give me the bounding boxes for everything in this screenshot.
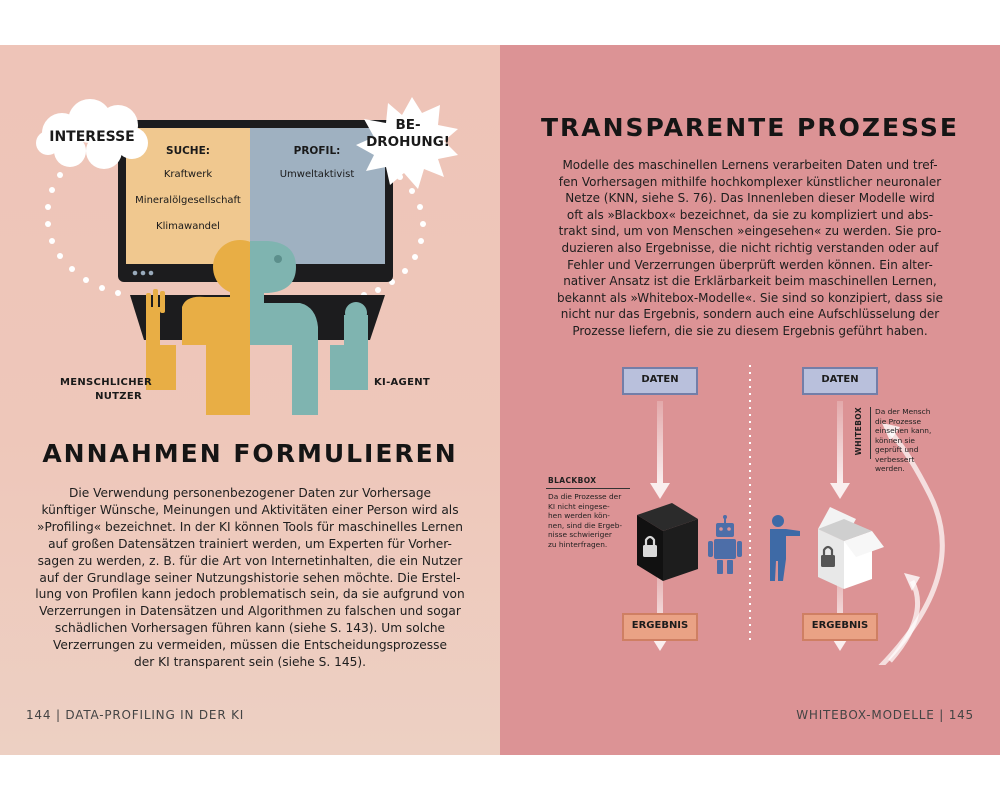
right-body-line: Modelle des maschinellen Lernens verarbe… — [562, 158, 938, 172]
whitebox-ergebnis-box: ERGEBNIS — [802, 613, 878, 641]
profiling-illustration: INTERESSE BE- DROHUNG! SUCHE: Kraftwerk … — [0, 45, 500, 465]
feedback-arrowhead-large — [882, 423, 900, 441]
blackbox-arrow-down-2 — [657, 565, 663, 637]
blackbox-ergebnis-box: ERGEBNIS — [622, 613, 698, 641]
screen-suche-heading: SUCHE: — [166, 145, 210, 157]
left-footer-separator: | — [55, 708, 61, 722]
whitebox-open-box — [818, 507, 884, 589]
left-body-line: der KI transparent sein (siehe S. 145). — [133, 655, 367, 670]
left-body-line: Verzerrungen in Datensätzen und Algorith… — [39, 604, 461, 619]
whitebox-daten-box: DATEN — [802, 367, 878, 395]
right-footer-separator: | — [939, 708, 945, 722]
right-body-line: Prozesse liefern, die sie zu diesem Erge… — [572, 323, 928, 338]
whitebox-note-line: verbessert — [875, 454, 915, 464]
blackbox-rule — [546, 488, 630, 489]
thought-dots-left — [45, 160, 121, 296]
right-running-title: WHITEBOX-MODELLE — [796, 708, 935, 722]
whitebox-note-line: die Prozesse — [875, 416, 922, 426]
whitebox-note-line: können sie — [875, 435, 915, 445]
blackbox-cube — [637, 503, 698, 581]
left-body-line: Verzerrungen zu vermeiden, müssen die En… — [53, 638, 447, 653]
interesse-cloud — [36, 99, 148, 169]
blackbox-note-line: Da die Prozesse der — [548, 492, 622, 501]
robot-icon — [708, 515, 742, 574]
screen-suche-item-2: Mineralölgesellschaft — [135, 195, 241, 206]
ki-agent-label: KI-AGENT — [374, 377, 430, 388]
left-body-line: künftiger Wünsche, Meinungen und Aktivit… — [41, 502, 459, 517]
screen-profil-heading: PROFIL: — [293, 145, 341, 157]
right-body-line: fen Vorhersagen mithilfe hochkomplexer k… — [558, 174, 942, 189]
whitebox-note-line: Da der Mensch — [875, 407, 931, 416]
right-body-line: nicht nur das Ergebnis, sondern auch ein… — [560, 307, 940, 322]
right-body-line: oft als »Blackbox« bezeichnet, da sie zu… — [566, 207, 934, 222]
left-page: INTERESSE BE- DROHUNG! SUCHE: Kraftwerk … — [0, 45, 500, 755]
feedback-arrowhead-small — [904, 573, 920, 591]
whitebox-note-line: geprüft und — [875, 445, 919, 454]
profiling-illustration-graphic — [36, 97, 458, 415]
bedrohung-line2: DROHUNG! — [366, 134, 450, 150]
right-body-line: nativer Ansatz ist die Erklärbarkeit bei… — [563, 274, 937, 289]
whitebox-arrowhead-1 — [830, 483, 850, 499]
blackbox-note-line: KI nicht eingese- — [548, 501, 610, 511]
bedrohung-line1: BE- — [395, 117, 421, 133]
whitebox-arrow-down-2 — [837, 565, 843, 637]
blackbox-arrowhead-1 — [650, 483, 670, 499]
whitebox-diagram — [637, 365, 945, 665]
bedrohung-label: BE- DROHUNG! — [360, 117, 456, 151]
ki-agent-figure — [250, 241, 368, 415]
left-heading: ANNAHMEN FORMULIEREN — [42, 439, 458, 468]
left-body-line: schädlichen Vorhersagen führen kann (sie… — [54, 621, 446, 636]
right-footer: WHITEBOX-MODELLE | 145 — [796, 708, 974, 722]
left-body-line: Die Verwendung personenbezogener Daten z… — [68, 486, 432, 500]
blackbox-daten-box: DATEN — [622, 367, 698, 395]
left-body-line: auf der Grundlage seiner Nutzungshistori… — [39, 570, 461, 585]
blackbox-note-line: hen werden kön- — [548, 511, 610, 520]
right-body-line: duzieren also Ergebnisse, die nicht rich… — [561, 240, 939, 255]
right-body-line: bekannt als »Whitebox-Modelle«. Sie sind… — [556, 290, 944, 305]
human-user-label: MENSCHLICHER NUTZER — [60, 376, 152, 404]
left-body-text: Die Verwendung personenbezogener Daten z… — [20, 485, 480, 671]
blackbox-note-line: nisse schwieriger — [548, 530, 612, 539]
interesse-label: INTERESSE — [49, 129, 135, 145]
screen-profil-item: Umweltaktivist — [279, 169, 355, 180]
left-body-line: sagen zu werden, z. B. für die Art von I… — [37, 553, 463, 568]
screen-suche-item-3: Klimawandel — [156, 221, 220, 232]
whitebox-note-line: werden. — [875, 464, 905, 473]
left-footer: 144 | DATA-PROFILING IN DER KI — [26, 708, 244, 722]
right-body-text: Modelle des maschinellen Lernens verarbe… — [520, 157, 980, 340]
right-heading: TRANSPARENTE PROZESSE — [540, 113, 960, 142]
right-body-line: Netze (KNN, siehe S. 76). Das Innenleben… — [565, 191, 935, 206]
book-spread: INTERESSE BE- DROHUNG! SUCHE: Kraftwerk … — [0, 45, 1000, 755]
human-user-figure — [146, 240, 267, 415]
left-body-line: »Profiling« bezeichnet. In der KI können… — [37, 519, 463, 534]
left-body-line: lung von Profilen kann jedoch problemati… — [35, 587, 465, 602]
left-body-line: auf großen Datensätzen trainiert werden,… — [48, 536, 452, 551]
right-page-number: 145 — [948, 708, 974, 722]
human-user-label-line1: MENSCHLICHER — [60, 377, 152, 388]
whitebox-note-line: einsehen kann, — [875, 426, 932, 435]
left-page-number: 144 — [26, 708, 52, 722]
person-pointing-icon — [770, 515, 800, 581]
whitebox-rule — [870, 407, 871, 459]
whitebox-heading: WHITEBOX — [854, 407, 863, 456]
blackbox-note-line: nen, sind die Ergeb- — [548, 520, 623, 530]
right-body-line: trakt sind, um von Menschen »eingesehen«… — [558, 224, 942, 239]
human-user-label-line2: NUTZER — [95, 391, 142, 402]
right-page: TRANSPARENTE PROZESSE Modelle des maschi… — [500, 45, 1000, 755]
screen-suche-item-1: Kraftwerk — [163, 169, 213, 180]
bedrohung-burst — [356, 97, 458, 189]
feedback-arrow-small — [888, 579, 921, 663]
blackbox-note-line: zu hinterfragen. — [548, 539, 608, 549]
blackbox-arrow-down-1 — [657, 401, 663, 483]
whitebox-arrow-down-1 — [837, 401, 843, 483]
right-body-line: Fehler und Verzerrungen überprüft werden… — [567, 257, 933, 272]
blackbox-heading: BLACKBOX — [548, 476, 597, 485]
left-running-title: DATA-PROFILING IN DER KI — [65, 708, 245, 722]
